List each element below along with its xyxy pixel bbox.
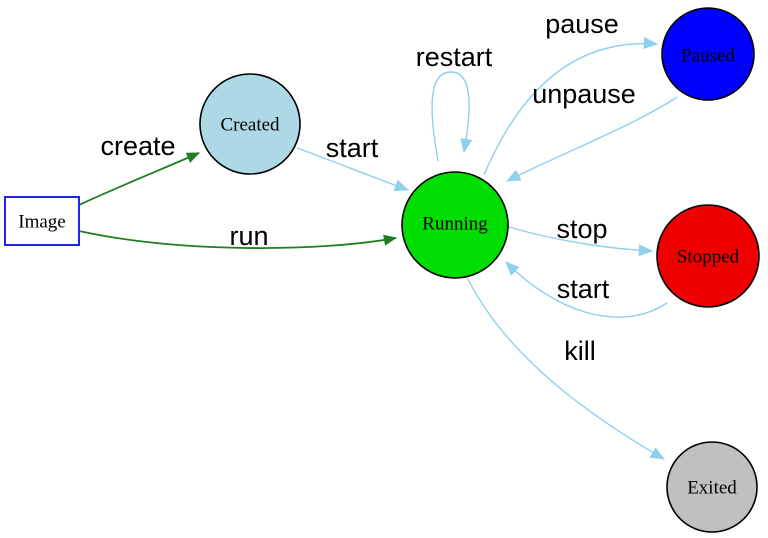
node-stopped-circle bbox=[656, 204, 760, 308]
node-exited: Exited bbox=[666, 441, 758, 533]
edge-start-stopped-running-arrow bbox=[505, 261, 668, 318]
edge-pause-arrow bbox=[483, 37, 659, 176]
edge-kill-arrow bbox=[466, 276, 666, 460]
node-image: Image bbox=[4, 196, 80, 246]
node-exited-circle bbox=[666, 441, 758, 533]
edge-label-restart: restart bbox=[416, 42, 493, 72]
node-running-label: Running bbox=[422, 214, 488, 235]
edge-label-unpause: unpause bbox=[532, 79, 636, 109]
edge-label-start-stopped: start bbox=[557, 274, 610, 304]
edge-label-pause: pause bbox=[545, 9, 619, 39]
node-created-label: Created bbox=[220, 115, 280, 136]
node-created: Created bbox=[199, 73, 301, 175]
edge-start-created-running-arrow bbox=[296, 147, 410, 192]
node-image-box bbox=[4, 196, 80, 246]
edge-create-arrow bbox=[78, 152, 201, 206]
edge-label-create: create bbox=[100, 131, 175, 161]
edge-label-stop: stop bbox=[556, 214, 607, 244]
node-paused-label: Paused bbox=[681, 46, 735, 67]
node-stopped: Stopped bbox=[656, 204, 760, 308]
edge-label-run: run bbox=[229, 221, 268, 251]
node-running-circle bbox=[401, 171, 509, 279]
node-stopped-label: Stopped bbox=[677, 247, 740, 268]
edge-stop-arrow bbox=[508, 226, 654, 257]
edge-restart-self-loop-arrow bbox=[431, 71, 473, 162]
node-created-circle bbox=[199, 73, 301, 175]
node-running: Running bbox=[401, 171, 509, 279]
node-image-label: Image bbox=[18, 212, 65, 233]
node-exited-label: Exited bbox=[687, 478, 737, 499]
edge-label-start-created: start bbox=[326, 133, 379, 163]
edge-label-kill: kill bbox=[564, 336, 596, 366]
edge-unpause-arrow bbox=[505, 96, 678, 182]
node-paused-circle bbox=[661, 7, 755, 101]
node-paused: Paused bbox=[661, 7, 755, 101]
edge-run-arrow bbox=[78, 230, 398, 249]
